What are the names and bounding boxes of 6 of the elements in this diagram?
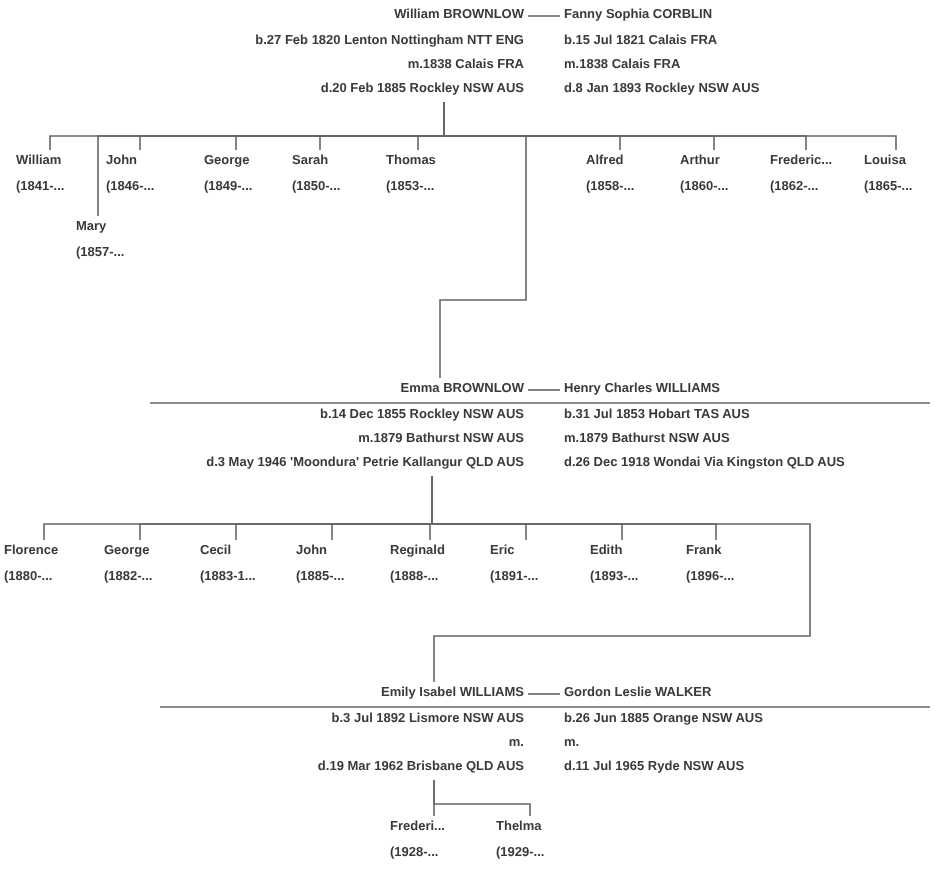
descent-line [431,475,811,683]
marriage-line [527,389,561,391]
descent-line [439,101,527,379]
marriage-line [527,15,561,17]
descent-line [433,779,531,817]
marriage-line [527,693,561,695]
